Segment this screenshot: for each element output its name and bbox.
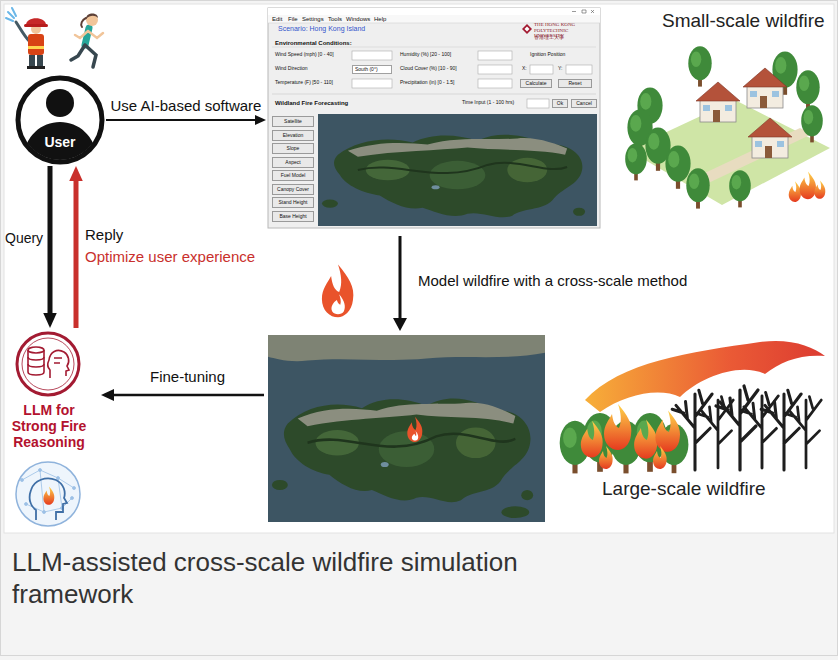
app-button: Cancel [571,99,597,108]
app-button: Calculate [520,79,552,88]
field-label: Y: [558,66,562,72]
app-button: Ok [552,99,568,108]
button-text: Fuel Model [281,173,306,178]
layer-button: Slope [272,143,314,154]
connector [43,166,57,328]
button-text: Reset [568,81,581,86]
field-label: Wind Speed (mph) [0 - 40] [275,52,334,58]
app-button: Reset [558,79,592,88]
menu-item: Windows [346,16,370,23]
arrow-head [43,313,57,328]
button-text: Elevation [283,133,304,138]
menu-item: Edit [272,16,282,23]
menu-item: Settings [302,16,324,23]
field-label: Wind Direction [275,66,308,72]
layer-button: Base Height [272,211,314,222]
button-text: South (0°) [355,67,378,72]
connector [69,166,83,328]
layer-button: Stand Height [272,197,314,208]
button-text: Slope [287,146,300,151]
layer-button: Aspect [272,157,314,168]
menu-item: Tools [328,16,342,23]
llm-label: LLM for Strong Fire Reasoning [4,402,94,450]
edge-label: Use AI-based software [111,97,262,114]
window-heading: Scenario: Hong Kong Island [278,25,365,32]
button-text: Ok [557,101,563,106]
caption-text: LLM-assisted cross-scale wildfire simula… [12,546,622,610]
connector-line [48,166,53,319]
field-label: Ignition Position [530,52,565,58]
logo-text: 香港理工大學 [534,35,564,41]
user-circle: User [16,76,104,164]
figure-label: Small-scale wildfire [662,10,825,32]
arrow-label: Fine-tuning [150,368,225,385]
button-text: Base Height [279,214,306,219]
connector [106,115,266,125]
connector-line [74,175,79,328]
field-label: Humidity (%) [20 - 100] [400,52,451,58]
field-label: Time Input (1 - 100 hrs) [462,100,514,106]
arrow-head [69,166,83,181]
edge-label: Query [5,230,43,246]
connector-line [106,119,259,121]
arrow-label: Model wildfire with a cross-scale method [418,272,687,289]
layer-button: Fuel Model [272,170,314,181]
button-text: Canopy Cover [277,187,309,192]
field-label: X: [522,66,527,72]
menu-item: File [288,16,298,23]
button-text: Stand Height [279,200,308,205]
field-label: Cloud Cover (%) [10 - 90] [400,66,457,72]
edge-label: Reply [85,226,123,243]
llm-node: LLM for Strong Fire Reasoning [4,330,94,458]
menu-item: Help [374,16,386,23]
field-label: Precipitation (in) [0 - 1.5] [400,80,454,86]
software-window: Scenario: Hong Kong IslandSouth (0°) Calc… [268,8,600,228]
arrow-head [255,115,266,125]
field-label: Temperature (F) [50 - 110] [275,80,333,86]
button-text: Aspect [285,160,300,165]
arrow-note: Optimize user experience [85,248,255,265]
layer-button: Satellite [272,116,314,127]
layer-button: Canopy Cover [272,184,314,195]
user-label: User [16,134,104,150]
button-text: Cancel [576,101,592,106]
button-text: Satellite [284,119,302,124]
dropdown-box: South (0°) [352,65,392,74]
section-heading: Wildland Fire Forecasting [275,100,348,107]
figure-label: Large-scale wildfire [602,478,766,500]
section-heading: Environmental Conditions: [275,40,352,47]
layer-button: Elevation [272,130,314,141]
button-text: Calculate [526,81,547,86]
